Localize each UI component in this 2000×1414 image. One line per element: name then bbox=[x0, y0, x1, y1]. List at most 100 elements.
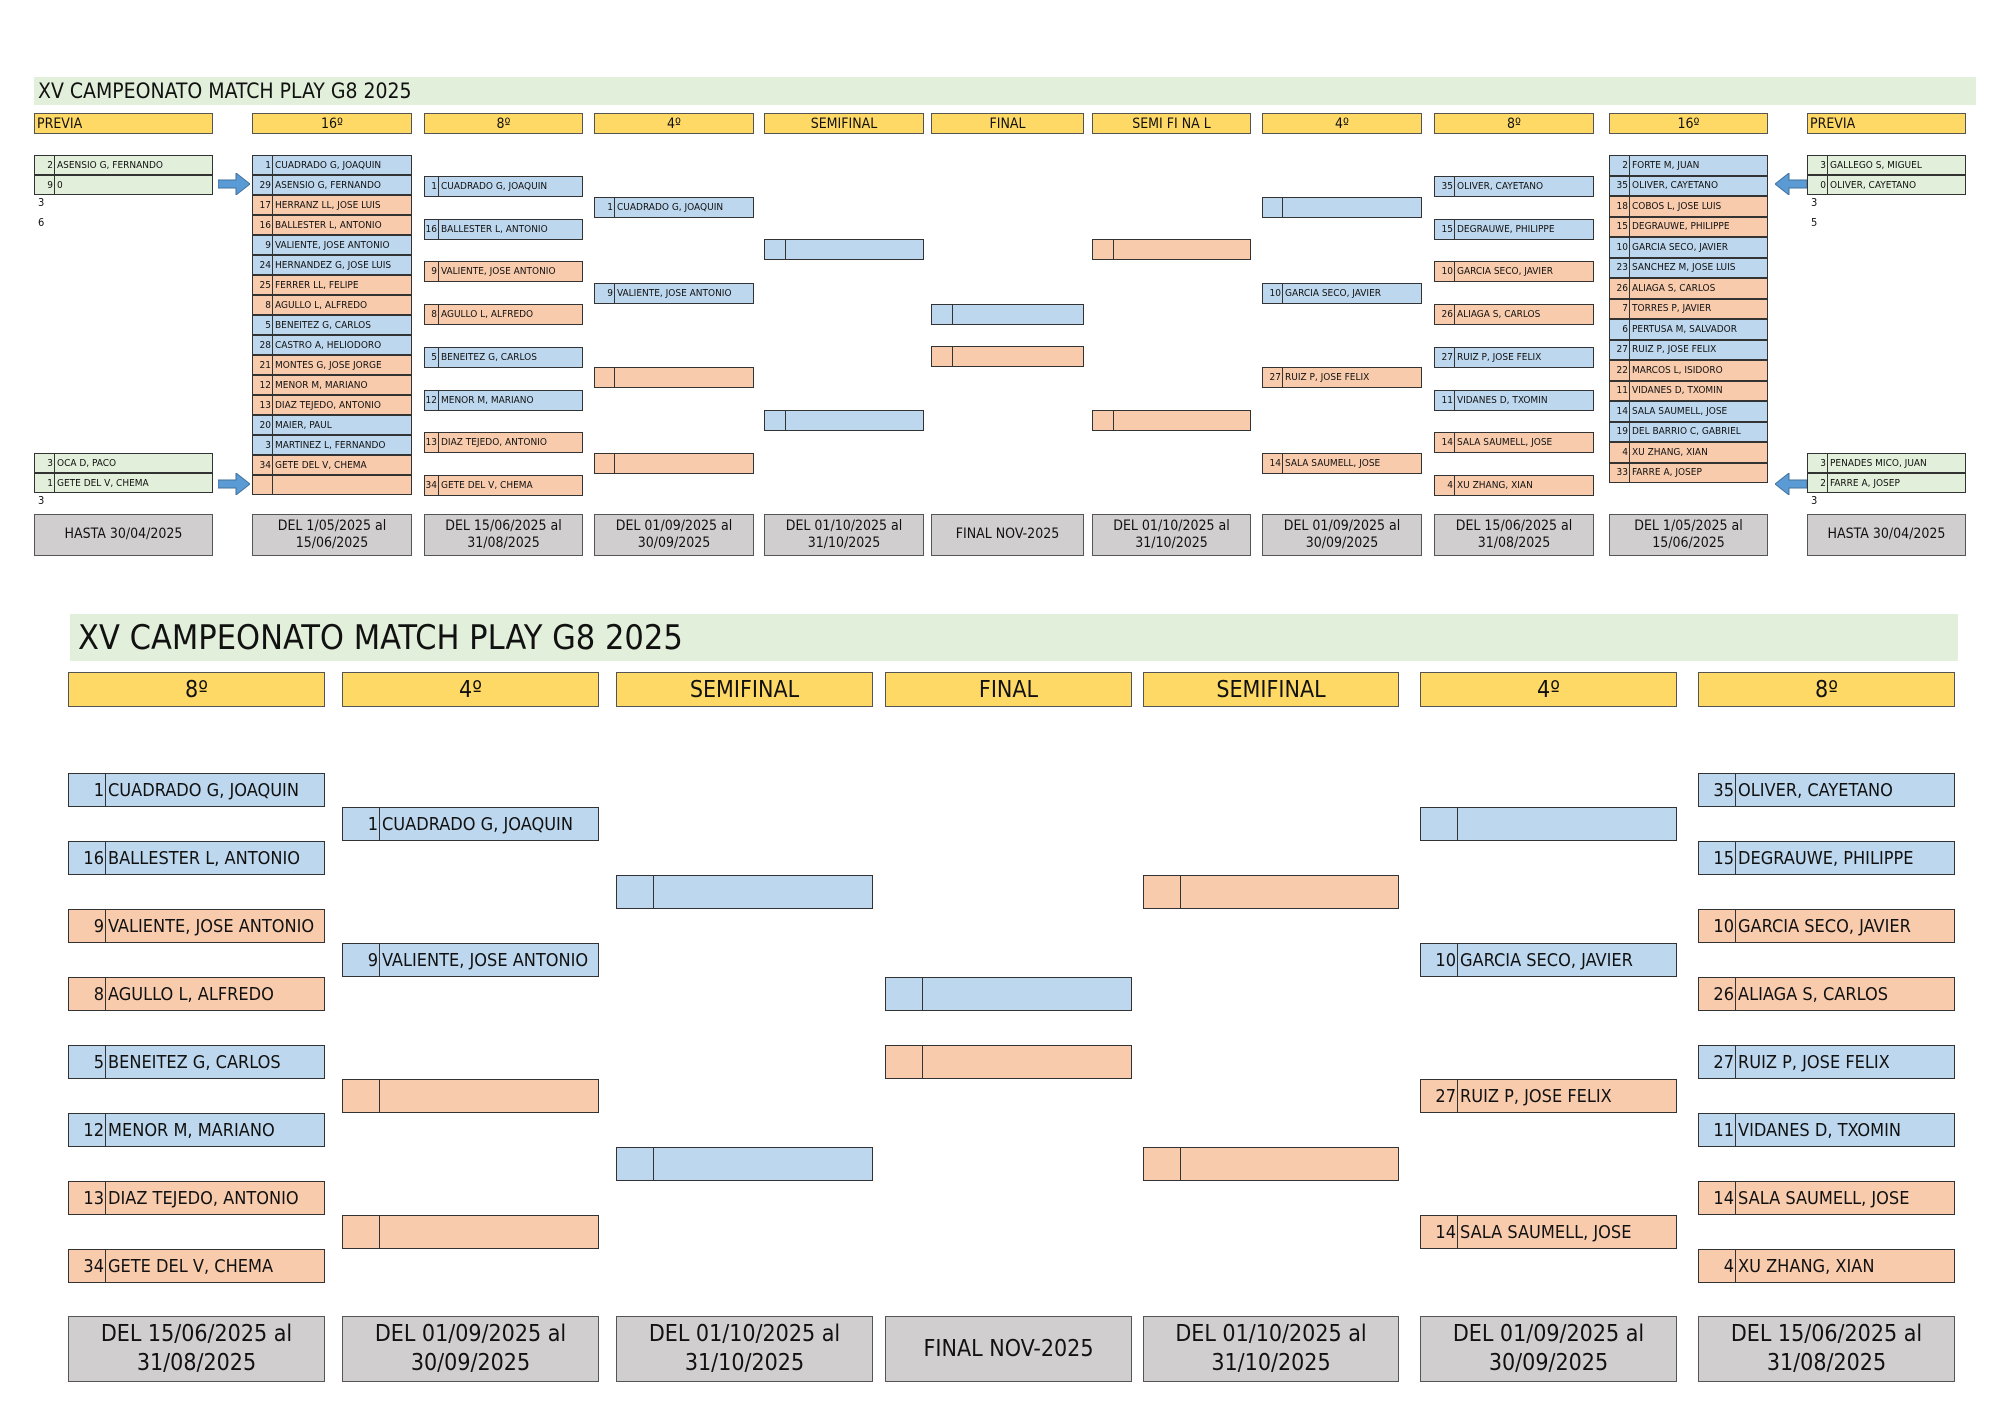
semifinal-slot[interactable] bbox=[1092, 410, 1251, 431]
r4-slot[interactable] bbox=[342, 1079, 599, 1113]
r4-slot[interactable] bbox=[1262, 197, 1422, 218]
r4-slot[interactable] bbox=[594, 453, 754, 474]
semifinal-slot[interactable] bbox=[1143, 875, 1399, 909]
semifinal-slot[interactable] bbox=[764, 410, 924, 431]
semifinal-slot[interactable] bbox=[616, 875, 873, 909]
semifinal-slot[interactable] bbox=[1092, 239, 1251, 260]
r16-slot[interactable] bbox=[252, 475, 412, 495]
r4-slot[interactable] bbox=[594, 367, 754, 388]
semifinal-slot[interactable] bbox=[616, 1147, 873, 1181]
semifinal-slot[interactable] bbox=[1143, 1147, 1399, 1181]
final-slot[interactable] bbox=[885, 977, 1132, 1011]
final-slot[interactable] bbox=[885, 1045, 1132, 1079]
semifinal-slot[interactable] bbox=[764, 239, 924, 260]
final-slot[interactable] bbox=[931, 304, 1084, 325]
r4-slot[interactable] bbox=[1420, 807, 1677, 841]
r4-slot[interactable] bbox=[342, 1215, 599, 1249]
final-slot[interactable] bbox=[931, 346, 1084, 367]
